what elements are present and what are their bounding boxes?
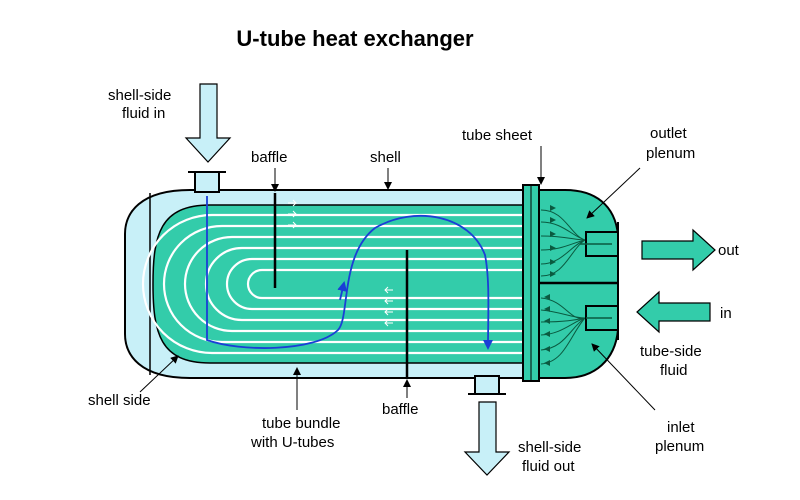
label-baffle-bottom: baffle (382, 401, 418, 418)
shell-side-flow-path (206, 196, 494, 350)
label-shell-side-fluid-in-2: fluid in (122, 105, 165, 122)
label-shell-side-fluid-in-1: shell-side (108, 87, 171, 104)
label-tube-sheet: tube sheet (462, 127, 533, 144)
tube-sheet (522, 184, 540, 382)
baffle-flow-arrows (288, 199, 393, 327)
shell-side-in-arrow (184, 83, 232, 163)
label-baffle-top: baffle (251, 149, 287, 166)
shell-side-flow-arrow-mid (337, 281, 348, 301)
tube-side-outlet-nozzle (580, 222, 619, 266)
leader-lines (139, 146, 656, 411)
label-shell-side-fluid-out-2: fluid out (522, 458, 575, 475)
label-in: in (720, 305, 732, 322)
label-shell-side: shell side (88, 392, 151, 409)
label-outlet-plenum-2: plenum (646, 145, 695, 162)
label-tube-side-fluid-2: fluid (660, 362, 688, 379)
shell-side-out-arrow (463, 401, 511, 476)
label-inlet-plenum-1: inlet (667, 419, 695, 436)
tube-side-out-arrow (641, 228, 716, 272)
label-tube-side-fluid-1: tube-side (640, 343, 702, 360)
shell-inlet-nozzle (188, 171, 226, 193)
shell-outlet-nozzle (468, 375, 506, 395)
diagram-title: U-tube heat exchanger (236, 26, 474, 51)
tube-side-in-arrow (636, 290, 711, 334)
label-out: out (718, 242, 740, 259)
label-tube-bundle-2: with U-tubes (250, 434, 334, 451)
label-outlet-plenum-1: outlet (650, 125, 688, 142)
tube-bundle (141, 204, 526, 364)
tube-side-inlet-nozzle (585, 296, 619, 340)
label-shell-side-fluid-out-1: shell-side (518, 439, 581, 456)
plenum-flow-lines (540, 209, 586, 365)
label-shell: shell (370, 149, 401, 166)
plenum-flow-arrowheads (544, 205, 556, 366)
label-inlet-plenum-2: plenum (655, 438, 704, 455)
label-tube-bundle-1: tube bundle (262, 415, 340, 432)
